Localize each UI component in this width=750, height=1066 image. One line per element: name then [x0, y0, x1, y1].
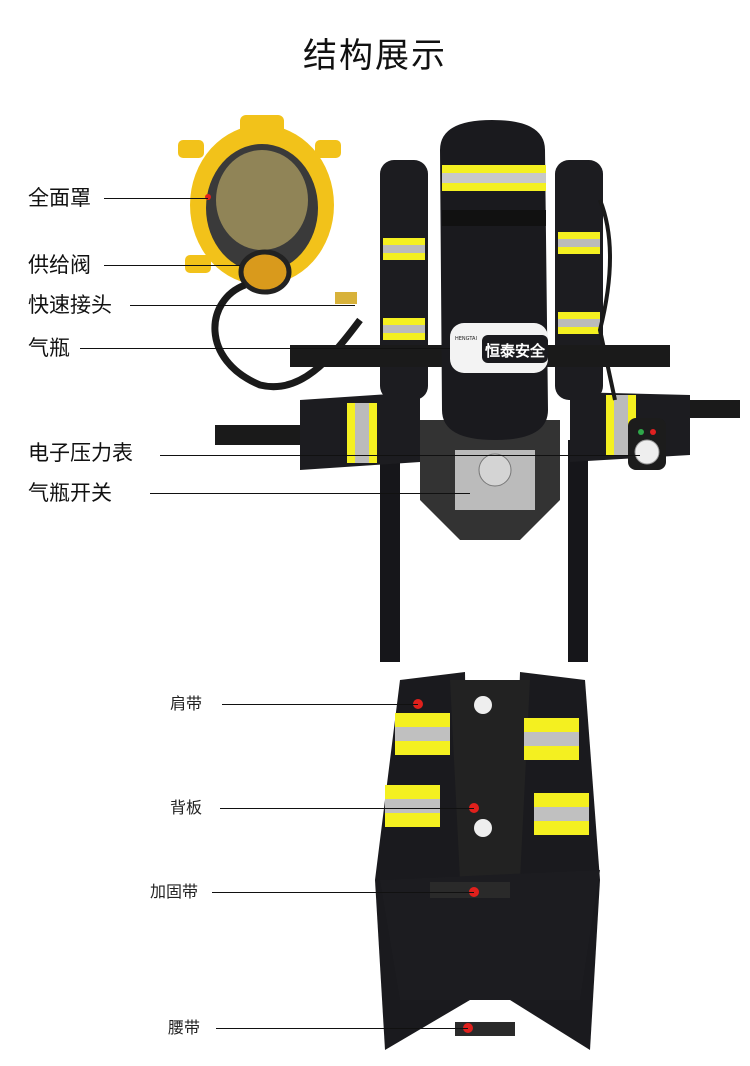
label-electronic-pressure-gauge: 电子压力表: [28, 441, 133, 465]
leader-line: [220, 808, 474, 809]
quick-connector-image: [335, 292, 357, 304]
label-quick-connector: 快速接头: [28, 293, 112, 317]
leader-line: [216, 1028, 468, 1029]
leader-line: [222, 704, 418, 705]
leader-line: [130, 305, 355, 306]
label-reinforcement-strap: 加固带: [150, 882, 199, 901]
label-waist-belt: 腰带: [168, 1018, 201, 1037]
label-shoulder-strap: 肩带: [170, 694, 203, 713]
leader-line: [104, 198, 208, 199]
cylinder-brand-cn: 恒泰安全: [485, 342, 546, 360]
label-cylinder-valve: 气瓶开关: [28, 481, 112, 505]
pressure-gauge-image: [597, 199, 666, 470]
leader-line: [104, 265, 240, 266]
air-cylinder-image: 恒泰安全 HENGTAI: [440, 120, 548, 440]
label-full-face-mask: 全面罩: [28, 186, 91, 210]
marker-dots: [205, 194, 479, 1033]
leader-line: [80, 348, 450, 349]
cylinder-brand-en: HENGTAI: [455, 336, 477, 342]
label-demand-valve: 供给阀: [28, 253, 91, 277]
back-view-backpack-image: [375, 672, 600, 1050]
leader-line: [212, 892, 474, 893]
label-cylinder: 气瓶: [28, 336, 70, 360]
label-backplate: 背板: [170, 798, 203, 817]
page-title: 结构展示: [303, 36, 447, 76]
leader-line: [150, 493, 470, 494]
leader-line: [160, 455, 640, 456]
full-face-mask-image: [178, 115, 363, 391]
